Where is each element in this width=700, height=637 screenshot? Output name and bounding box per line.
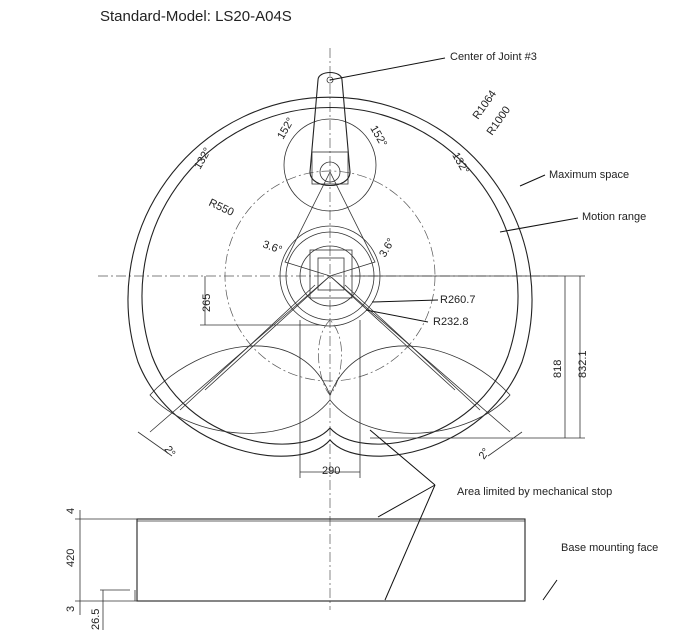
dim-832-1: 832.1	[577, 350, 589, 378]
dim-818: 818	[552, 360, 564, 378]
label-motion-range: Motion range	[582, 211, 646, 223]
arm-swing-lines	[149, 171, 511, 433]
dim-3: 3	[65, 606, 77, 612]
upper-joint-circle	[283, 118, 377, 212]
dim-angle-3-6-right: 3.6°	[377, 236, 397, 259]
dim-r550: R550	[207, 197, 236, 219]
robot-arm	[299, 71, 361, 307]
dimension-818-832	[355, 275, 585, 439]
label-maximum-space: Maximum space	[549, 169, 629, 181]
two-degree-ticks	[137, 431, 523, 457]
dim-r232-8: R232.8	[433, 316, 468, 328]
dim-26-5: 26.5	[90, 609, 102, 630]
dim-r260-7: R260.7	[440, 294, 475, 306]
dim-angle-3-6-left: 3.6°	[261, 239, 284, 257]
label-center-joint3: Center of Joint #3	[450, 51, 537, 63]
leader-lines	[329, 57, 579, 601]
dim-4: 4	[65, 508, 77, 514]
dim-angle-132-right: 132°	[449, 151, 471, 177]
dim-angle-152-right: 152°	[367, 124, 389, 150]
lower-heart-inner	[149, 345, 511, 434]
drawing-title: Standard-Model: LS20-A04S	[100, 8, 292, 25]
maximum-space-outline	[127, 96, 533, 457]
base-side-view	[75, 510, 526, 630]
dim-angle-152-left: 152°	[275, 116, 297, 142]
dimension-265	[200, 276, 320, 326]
base-footprint	[299, 320, 361, 478]
label-mechanical-stop: Area limited by mechanical stop	[457, 486, 612, 498]
dim-265: 265	[201, 294, 213, 312]
dim-420: 420	[65, 549, 77, 567]
dim-angle-2-left: 2°	[162, 444, 178, 460]
dim-290: 290	[322, 465, 340, 477]
dim-angle-2-right: 2°	[477, 446, 493, 462]
motion-range-outline	[141, 107, 519, 445]
label-base-mounting-face: Base mounting face	[561, 542, 658, 554]
